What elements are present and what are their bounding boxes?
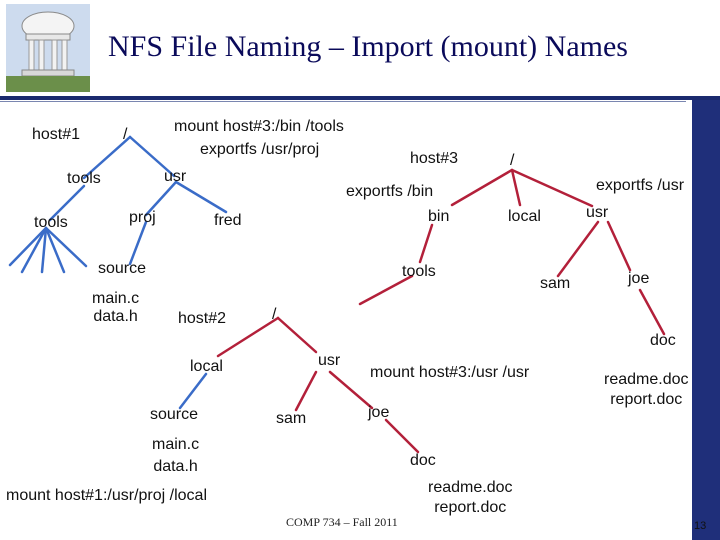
- host2-doc: doc: [410, 452, 436, 469]
- edge-usr-proj: [144, 180, 178, 217]
- host3-doc: doc: [650, 332, 676, 349]
- host1-proj: proj: [129, 209, 156, 226]
- host2-label: host#2: [178, 310, 227, 327]
- host2-root: /: [272, 306, 277, 323]
- edge-root1-tools: [82, 135, 132, 180]
- host3-tools: tools: [402, 263, 436, 280]
- mount-command-2: mount host#3:/usr /usr: [370, 364, 530, 381]
- title-rule: [0, 96, 720, 100]
- host1-label: host#1: [32, 126, 81, 143]
- edge-local-source: [178, 372, 208, 410]
- edge-bin-tools: [418, 223, 434, 264]
- host3-doc-files: readme.doc report.doc: [604, 371, 689, 408]
- mount-command-1: mount host#3:/bin /tools: [174, 118, 344, 135]
- edge-proj-source: [128, 220, 148, 266]
- footer-course: COMP 734 – Fall 2011: [286, 515, 398, 529]
- host1-tools-child: tools: [34, 214, 68, 231]
- edge-leaf-1: [8, 226, 48, 267]
- host2-sam: sam: [276, 410, 307, 427]
- host1-source: source: [98, 260, 147, 277]
- host1-files: main.c data.h: [92, 290, 140, 325]
- host2-local: local: [190, 358, 223, 375]
- edge-usr2-joe: [328, 370, 374, 410]
- edge-leaf-4: [44, 226, 66, 274]
- edge-usr-fred: [174, 180, 228, 214]
- edge-root2-local: [216, 316, 280, 358]
- host3-label: host#3: [410, 150, 459, 167]
- edge-root1-usr: [128, 135, 176, 178]
- exportfs-bin: exportfs /bin: [346, 183, 434, 200]
- right-bar-gap: [686, 100, 692, 540]
- edge-joe-doc: [638, 288, 666, 336]
- edge-leaf-2: [20, 226, 48, 274]
- exportfs-usr: exportfs /usr: [596, 177, 685, 194]
- edge-root3-bin: [450, 168, 514, 207]
- edge-usr3-sam: [556, 220, 600, 278]
- host3-sam: sam: [540, 275, 571, 292]
- edge-tools3-fan: [358, 274, 414, 306]
- edge-root3-local: [510, 168, 522, 207]
- edge-leaf-3: [40, 226, 48, 274]
- right-decor-bar: [692, 100, 720, 540]
- edge-usr2-sam: [294, 370, 318, 412]
- host3-bin: bin: [428, 208, 450, 225]
- host1-usr: usr: [164, 168, 187, 185]
- edge-root2-usr: [276, 316, 318, 354]
- title-rule-thin: [0, 101, 720, 102]
- host3-joe: joe: [628, 270, 650, 287]
- host1-root: /: [123, 126, 128, 143]
- host3-root: /: [510, 152, 515, 169]
- host2-doc-files: readme.doc report.doc: [428, 479, 513, 516]
- edge-usr3-joe: [606, 220, 632, 272]
- host2-files: main.c data.h: [152, 436, 200, 475]
- slide-title: NFS File Naming – Import (mount) Names: [108, 30, 628, 63]
- mount-command-3: mount host#1:/usr/proj /local: [6, 487, 207, 504]
- exportfs-usr-proj: exportfs /usr/proj: [200, 141, 320, 158]
- university-logo: [6, 4, 90, 92]
- page-number: 13: [694, 520, 707, 532]
- host2-source: source: [150, 406, 199, 423]
- edge-root3-usr: [510, 168, 594, 208]
- host1-tools: tools: [67, 170, 101, 187]
- host3-usr: usr: [586, 204, 609, 221]
- host2-joe: joe: [368, 404, 390, 421]
- host3-local: local: [508, 208, 541, 225]
- edge-joe2-doc: [384, 418, 420, 454]
- host1-fred: fred: [214, 212, 242, 229]
- edge-leaf-5: [44, 226, 88, 268]
- edge-tools-tools: [48, 184, 86, 222]
- host2-usr: usr: [318, 352, 341, 369]
